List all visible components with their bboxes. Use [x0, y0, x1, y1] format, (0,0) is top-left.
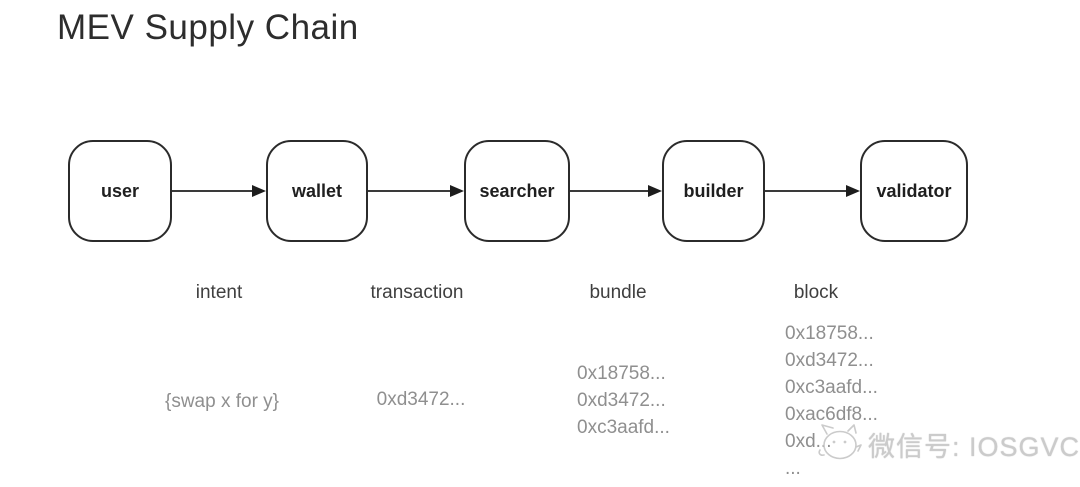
- hash-value: 0xd...: [785, 431, 832, 452]
- node-user: user: [68, 140, 172, 242]
- arrow-icon: [172, 185, 266, 197]
- node-validator: validator: [860, 140, 968, 242]
- cat-face-icon: [818, 420, 864, 469]
- watermark: 微信号: IOSGVC: [818, 420, 1080, 469]
- hash-value: ...: [785, 458, 801, 479]
- arrow-icon: [765, 185, 860, 197]
- bundle-value-list: 0x18758... 0xd3472... 0xc3aafd...: [577, 360, 670, 441]
- hash-value: 0xd3472...: [785, 350, 874, 371]
- stage-label-transaction: transaction: [370, 282, 464, 303]
- block-value-list: 0x18758... 0xd3472... 0xc3aafd... 0xac6d…: [785, 320, 878, 482]
- hash-value: 0xd3472...: [577, 390, 666, 411]
- hash-value: 0x18758...: [785, 323, 874, 344]
- page-title: MEV Supply Chain: [57, 8, 359, 47]
- stage-label-bundle: bundle: [589, 282, 647, 303]
- transaction-value: 0xd3472...: [376, 389, 466, 410]
- stage-label-block: block: [793, 282, 839, 303]
- arrow-icon: [368, 185, 464, 197]
- stage-label-intent: intent: [195, 282, 243, 303]
- node-wallet: wallet: [266, 140, 368, 242]
- hash-value: 0xac6df8...: [785, 404, 878, 425]
- hash-value: 0xc3aafd...: [577, 417, 670, 438]
- node-builder: builder: [662, 140, 765, 242]
- hash-value: 0x18758...: [577, 363, 666, 384]
- arrow-icon: [570, 185, 662, 197]
- intent-value: {swap x for y}: [164, 391, 280, 412]
- hash-value: 0xc3aafd...: [785, 377, 878, 398]
- node-searcher: searcher: [464, 140, 570, 242]
- watermark-label: 微信号: IOSGVC: [868, 432, 1080, 462]
